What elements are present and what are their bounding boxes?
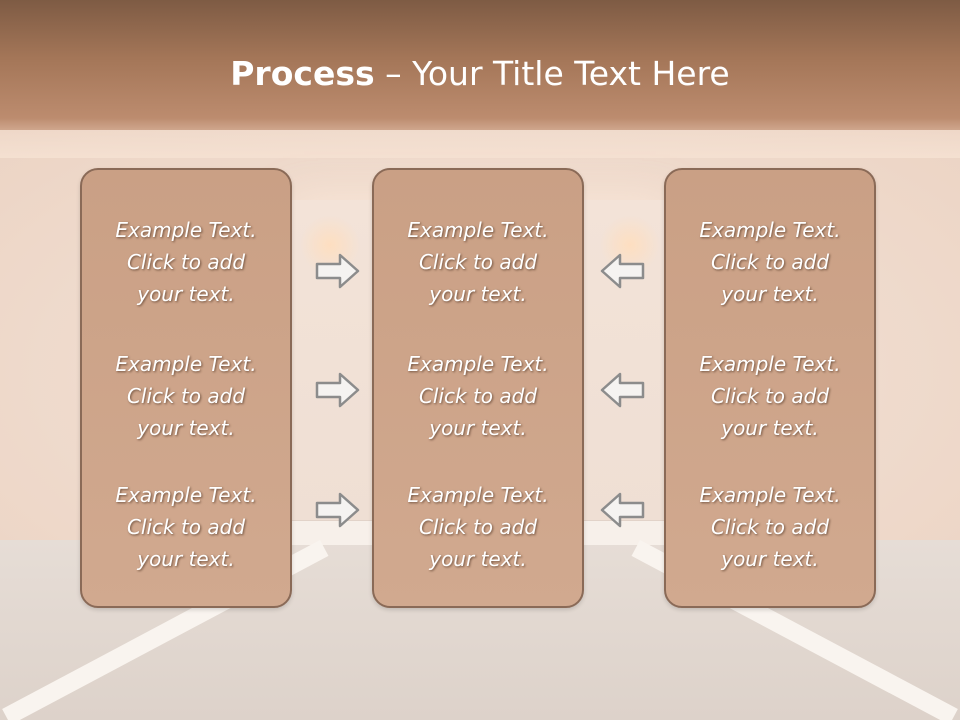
panel-text-block[interactable]: Example Text. Click to add your text.: [407, 352, 549, 440]
title-text: – Your Title Text Here: [374, 54, 730, 93]
process-panel-center[interactable]: Example Text. Click to add your text. Ex…: [372, 168, 584, 608]
panel-text-block[interactable]: Example Text. Click to add your text.: [699, 352, 841, 440]
panel-text-block[interactable]: Example Text. Click to add your text.: [115, 483, 257, 571]
panel-text-block[interactable]: Example Text. Click to add your text.: [699, 218, 841, 306]
process-panel-left[interactable]: Example Text. Click to add your text. Ex…: [80, 168, 292, 608]
ceiling-background: [0, 0, 960, 130]
slide-title[interactable]: Process – Your Title Text Here: [0, 52, 960, 96]
left-arrow-icon: [600, 253, 645, 289]
panel-text-block[interactable]: Example Text. Click to add your text.: [407, 483, 549, 571]
left-arrow-icon: [600, 372, 645, 408]
panel-text-block[interactable]: Example Text. Click to add your text.: [699, 483, 841, 571]
left-arrow-icon: [600, 492, 645, 528]
right-arrow-icon: [315, 372, 360, 408]
ceiling-glow: [0, 118, 960, 158]
process-panel-right[interactable]: Example Text. Click to add your text. Ex…: [664, 168, 876, 608]
panel-text-block[interactable]: Example Text. Click to add your text.: [407, 218, 549, 306]
panel-text-block[interactable]: Example Text. Click to add your text.: [115, 352, 257, 440]
right-arrow-icon: [315, 253, 360, 289]
title-bold-text: Process: [230, 54, 375, 93]
panel-text-block[interactable]: Example Text. Click to add your text.: [115, 218, 257, 306]
right-arrow-icon: [315, 492, 360, 528]
